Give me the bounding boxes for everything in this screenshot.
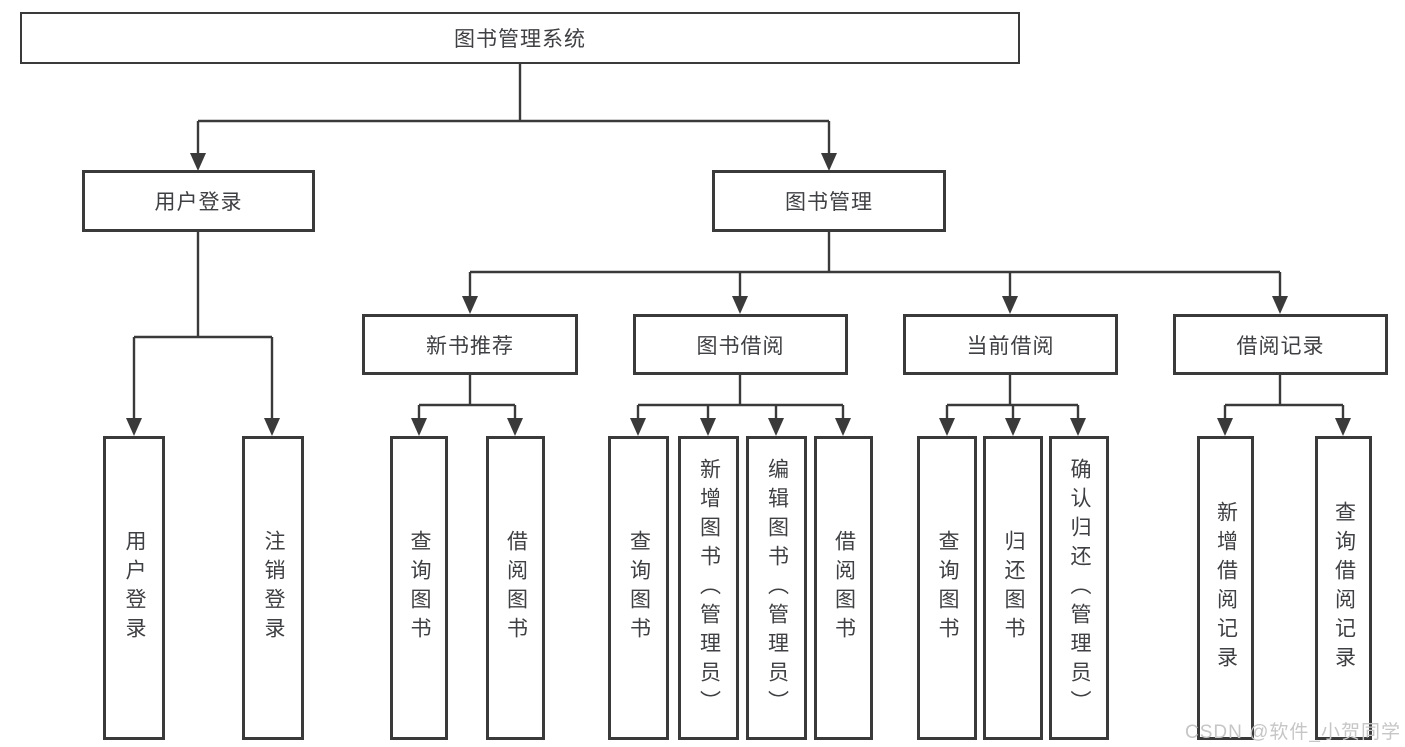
connector-book-mgmt-children: [462, 232, 1288, 314]
leaf-logout: 注销登录: [242, 436, 304, 740]
node-label: 新书推荐: [426, 334, 514, 358]
leaf-edit-books-admin: 编辑图书（管理员）: [746, 436, 807, 740]
node-label: 借阅图书: [832, 530, 856, 646]
node-book-management: 图书管理: [712, 170, 946, 232]
node-label: 用户登录: [123, 530, 146, 646]
node-label: 查询借阅记录: [1332, 501, 1356, 675]
node-label: 图书管理: [785, 191, 873, 214]
node-label: 查询图书: [627, 530, 651, 646]
leaf-query-borrow-record: 查询借阅记录: [1315, 436, 1372, 740]
node-label: 归还图书: [1002, 530, 1025, 646]
node-user-login: 用户登录: [82, 170, 315, 232]
node-label: 借阅图书: [504, 530, 528, 646]
node-label: 图书借阅: [696, 334, 785, 358]
node-label: 新增图书（管理员）: [697, 457, 721, 719]
connector-borrow-records-children: [1217, 374, 1351, 436]
node-borrowing-records: 借阅记录: [1173, 314, 1388, 375]
node-label: 当前借阅: [966, 334, 1055, 358]
leaf-return-books: 归还图书: [983, 436, 1043, 740]
leaf-borrow-books: 借阅图书: [814, 436, 873, 740]
node-new-book-recommend: 新书推荐: [362, 314, 578, 375]
node-book-borrowing: 图书借阅: [633, 314, 848, 375]
node-label: 编辑图书（管理员）: [765, 457, 789, 719]
node-label: 借阅记录: [1236, 334, 1325, 358]
node-label: 注销登录: [262, 530, 285, 646]
node-label: 图书管理系统: [454, 28, 586, 51]
connector-current-borrow-children: [939, 374, 1086, 436]
connector-user-login-children: [126, 232, 280, 436]
leaf-query-books-borrowing: 查询图书: [608, 436, 669, 740]
leaf-user-login: 用户登录: [103, 436, 165, 740]
csdn-watermark: CSDN @软件_小贺同学: [1185, 722, 1401, 743]
connector-book-borrow-children: [630, 374, 851, 436]
leaf-query-books-recommend: 查询图书: [390, 436, 448, 740]
node-label: 查询图书: [936, 530, 959, 646]
node-label: 新增借阅记录: [1214, 501, 1238, 675]
connector-root-to-level2: [190, 64, 837, 171]
node-label: 查询图书: [408, 530, 431, 646]
leaf-query-books-current: 查询图书: [917, 436, 977, 740]
node-current-borrowing: 当前借阅: [903, 314, 1118, 375]
leaf-add-borrow-record: 新增借阅记录: [1197, 436, 1254, 740]
node-label: 用户登录: [154, 191, 243, 214]
leaf-confirm-return-admin: 确认归还（管理员）: [1049, 436, 1109, 740]
connector-new-book-children: [411, 374, 523, 436]
leaf-add-books-admin: 新增图书（管理员）: [678, 436, 739, 740]
node-label: 确认归还（管理员）: [1068, 457, 1091, 719]
leaf-borrow-books-recommend: 借阅图书: [486, 436, 545, 740]
node-book-management-system: 图书管理系统: [20, 12, 1020, 64]
